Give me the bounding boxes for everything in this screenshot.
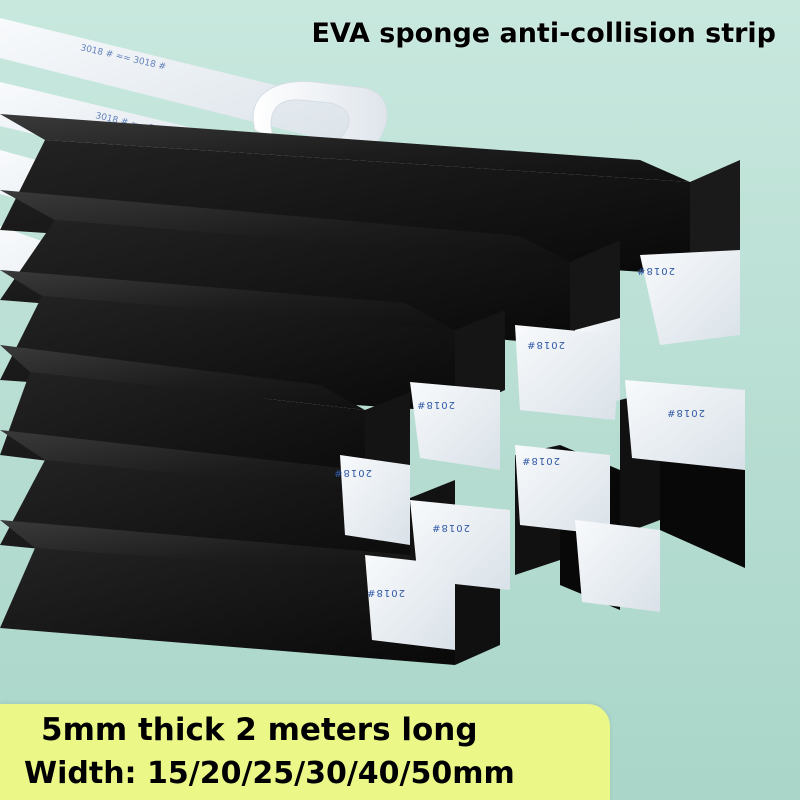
end-cap-10 [575, 520, 660, 612]
svg-text:2018#: 2018# [636, 265, 675, 276]
strip-back-2 [0, 190, 620, 345]
end-cap-4 [410, 382, 500, 470]
end-cap-7 [365, 555, 455, 650]
svg-text:2018#: 2018# [526, 339, 565, 350]
spec-panel: 5mm thick 2 meters long Width: 15/20/25/… [0, 704, 610, 800]
svg-text:2018#: 2018# [333, 467, 372, 478]
svg-text:2018#: 2018# [521, 455, 560, 466]
thickness-length-spec: 5mm thick 2 meters long [41, 712, 478, 748]
svg-text:2018#: 2018# [431, 522, 470, 533]
svg-text:2018#: 2018# [666, 407, 705, 418]
svg-text:2018#: 2018# [366, 587, 405, 598]
end-cap-3 [515, 325, 620, 420]
liner-ribbon-1 [0, 18, 385, 150]
end-cap-9 [625, 380, 745, 470]
end-cap-8 [515, 445, 610, 535]
end-cap-5 [340, 455, 410, 545]
strip-end-caps [340, 250, 745, 650]
strip-front-2 [0, 520, 500, 665]
svg-text:2018#: 2018# [416, 399, 455, 410]
product-title: EVA sponge anti-collision strip [311, 18, 776, 49]
end-cap-1 [640, 250, 740, 345]
width-spec: Width: 15/20/25/30/40/50mm [24, 756, 515, 791]
liner-print-marks: 2018# 2018# 2018# 2018# 2018# 2018# 2018… [333, 265, 705, 598]
